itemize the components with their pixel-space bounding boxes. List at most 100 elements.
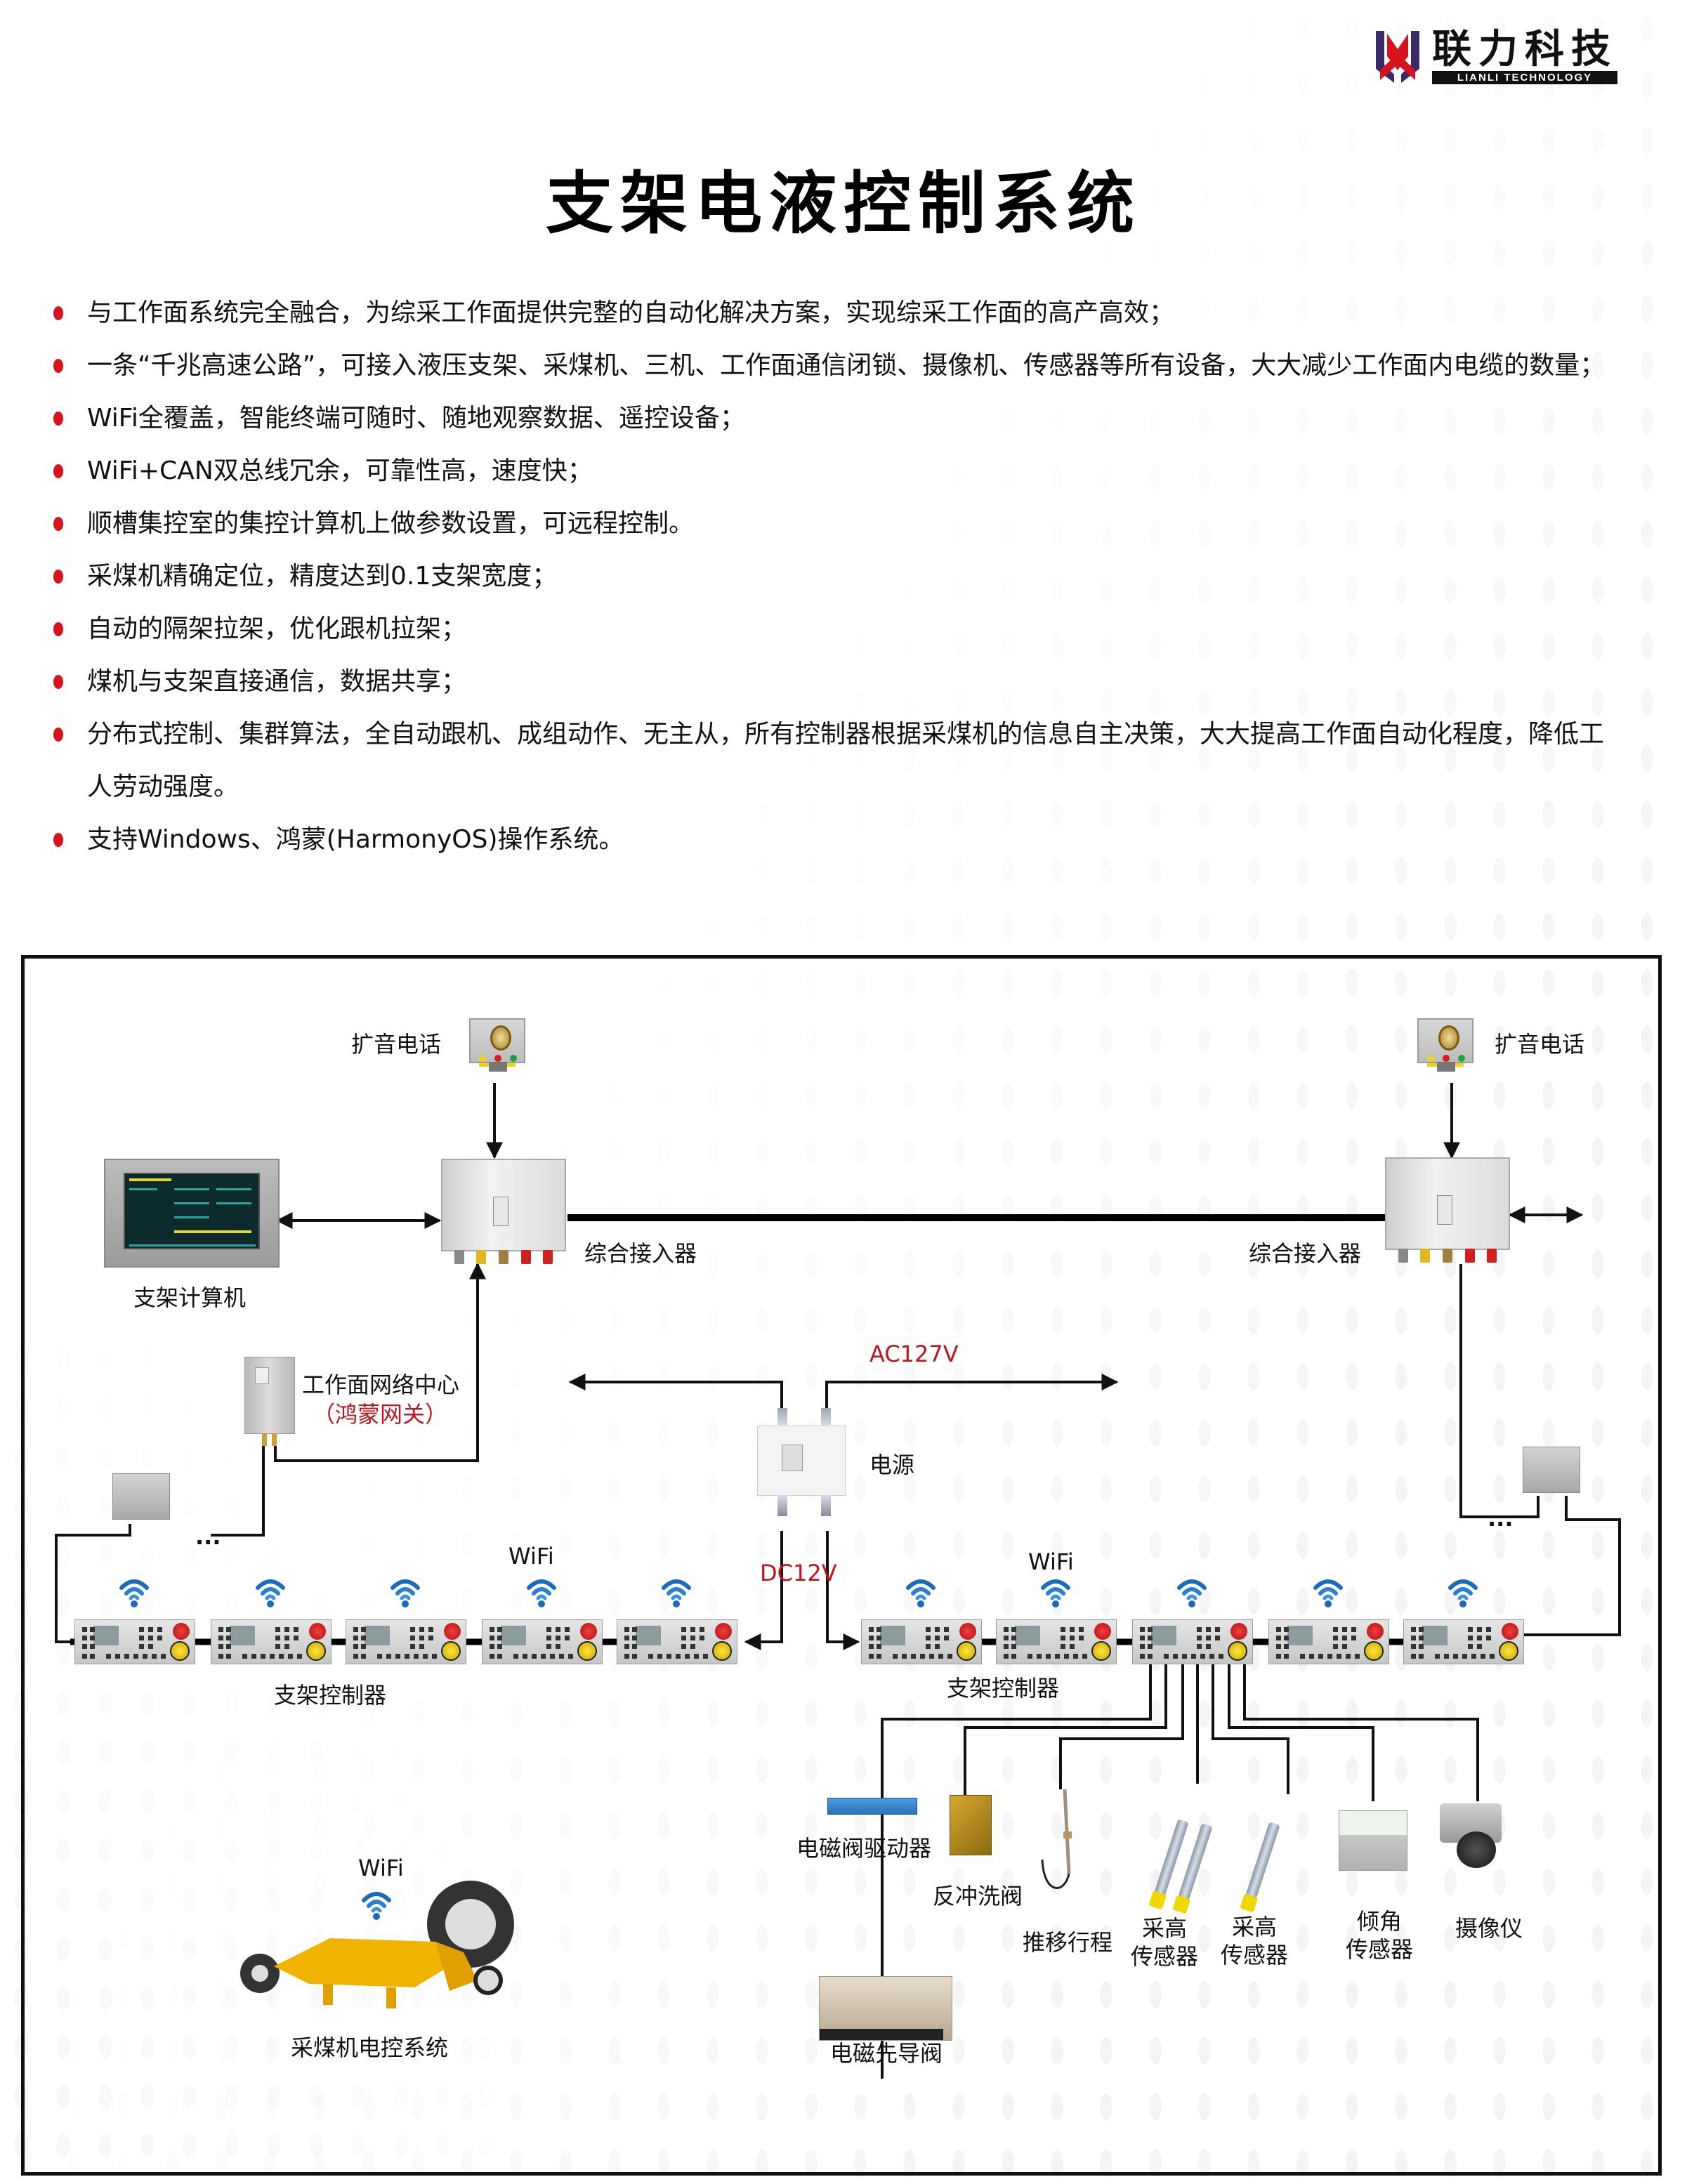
wifi-icon-shearer	[362, 1892, 391, 1920]
wifi-icon	[1448, 1579, 1478, 1607]
bullet-icon	[53, 306, 63, 320]
label-ellipsis-left: ...	[195, 1523, 221, 1550]
shearer-drum-small-icon	[240, 1954, 280, 1993]
support-controller	[1403, 1619, 1524, 1664]
feature-item: 一条“千兆高速公路”，可接入液压支架、采煤机、三机、工作面通信闭锁、摄像机、传感…	[51, 339, 1617, 392]
brand-logo: 联力科技 LIANLI TECHNOLOGY	[1373, 28, 1617, 84]
yellow-button-icon	[577, 1641, 597, 1661]
push-stroke-sensor	[1041, 1789, 1072, 1889]
yellow-button-icon	[1499, 1641, 1518, 1661]
bullet-icon	[53, 675, 63, 689]
feature-item: 分布式控制、集群算法，全自动跟机、成组动作、无主从，所有控制器根据采煤机的信息自…	[51, 708, 1617, 813]
yellow-button-icon	[306, 1641, 326, 1661]
label-wifi-left: WiFi	[508, 1543, 554, 1570]
label-tilt-sensor: 倾角 传感器	[1346, 1908, 1414, 1963]
label-power-supply: 电源	[869, 1452, 915, 1478]
camera	[1437, 1803, 1507, 1871]
speaker-phone-left	[469, 1018, 525, 1072]
access-device-right	[1385, 1157, 1510, 1263]
support-computer	[104, 1159, 280, 1268]
emergency-stop-button-icon	[444, 1623, 461, 1640]
emergency-stop-button-icon	[309, 1623, 326, 1640]
yellow-button-icon	[1091, 1641, 1111, 1661]
emergency-stop-button-icon	[580, 1623, 597, 1640]
lianli-logo-icon	[1376, 31, 1419, 83]
shearer-drum-large-icon	[427, 1881, 514, 1968]
support-controller	[211, 1619, 332, 1664]
bullet-icon	[53, 412, 63, 426]
bullet-icon	[53, 517, 63, 531]
yellow-button-icon	[1364, 1641, 1384, 1661]
speaker-phone-right	[1417, 1018, 1473, 1072]
feature-item: WiFi+CAN双总线冗余，可靠性高，速度快；	[51, 445, 1617, 497]
brand-name-en: LIANLI TECHNOLOGY	[1432, 70, 1617, 84]
repeater-left	[112, 1473, 170, 1520]
feature-item: 采煤机精确定位，精度达到0.1支架宽度；	[51, 550, 1617, 603]
yellow-button-icon	[957, 1641, 976, 1661]
shearer-machine	[240, 1881, 514, 2008]
emergency-stop-button-icon	[1094, 1623, 1111, 1640]
emergency-stop-button-icon	[715, 1623, 732, 1640]
emergency-stop-button-icon	[1367, 1623, 1384, 1640]
label-dc12v: DC12V	[760, 1560, 837, 1586]
label-network-center-sub: （鸿蒙网关）	[313, 1401, 448, 1428]
repeater-right	[1523, 1447, 1580, 1493]
yellow-button-icon	[170, 1641, 190, 1661]
label-wifi-shearer: WiFi	[358, 1855, 404, 1881]
label-wifi-right: WiFi	[1028, 1548, 1074, 1575]
wifi-icon	[256, 1579, 285, 1607]
feature-list: 与工作面系统完全融合，为综采工作面提供完整的自动化解决方案，实现综采工作面的高产…	[51, 287, 1617, 866]
wifi-icon	[662, 1579, 691, 1607]
emergency-stop-button-icon	[959, 1623, 976, 1640]
label-push-stroke: 推移行程	[1023, 1929, 1113, 1956]
feature-item: 与工作面系统完全融合，为综采工作面提供完整的自动化解决方案，实现综采工作面的高产…	[51, 287, 1617, 339]
brand-name-cn: 联力科技	[1432, 26, 1617, 72]
label-access-right: 综合接入器	[1249, 1240, 1362, 1267]
page-title: 支架电液控制系统	[546, 164, 1141, 243]
bullet-icon	[53, 359, 63, 373]
feature-item: 支持Windows、鸿蒙(HarmonyOS)操作系统。	[51, 813, 1617, 866]
computer-screen	[124, 1173, 260, 1249]
label-height-sensor-1: 采高 传感器	[1131, 1915, 1199, 1970]
wifi-icon	[527, 1579, 556, 1607]
bullet-icon	[53, 464, 63, 478]
feature-item: 煤机与支架直接通信，数据共享；	[51, 655, 1617, 708]
wifi-icon	[1177, 1579, 1207, 1607]
yellow-button-icon	[1228, 1641, 1247, 1661]
backflush-valve	[950, 1795, 992, 1855]
label-controllers-right: 支架控制器	[947, 1675, 1060, 1702]
wifi-icon	[119, 1579, 149, 1607]
emergency-stop-button-icon	[173, 1623, 190, 1640]
support-controller	[617, 1619, 737, 1664]
support-controller	[1132, 1619, 1253, 1664]
label-ac127v: AC127V	[869, 1341, 959, 1367]
system-diagram-frame	[21, 955, 1662, 2176]
access-device-left	[441, 1159, 566, 1264]
label-speaker-right: 扩音电话	[1495, 1031, 1585, 1058]
speaker-lens-icon	[1438, 1025, 1459, 1051]
label-speaker-left: 扩音电话	[351, 1031, 442, 1058]
label-flush-valve: 反冲洗阀	[933, 1883, 1023, 1909]
valve-driver	[827, 1798, 917, 1815]
label-pilot-valve: 电磁先导阀	[830, 2040, 943, 2067]
wifi-icon	[1041, 1579, 1070, 1607]
yellow-button-icon	[712, 1641, 732, 1661]
label-access-left: 综合接入器	[584, 1240, 697, 1267]
wifi-icon	[906, 1579, 936, 1607]
label-network-center: 工作面网络中心	[302, 1371, 460, 1398]
support-controller	[74, 1619, 195, 1664]
bullet-icon	[53, 570, 63, 584]
wifi-icon	[390, 1579, 420, 1607]
support-controller	[861, 1619, 982, 1664]
support-controller	[482, 1619, 603, 1664]
bullet-icon	[53, 622, 63, 636]
solenoid-pilot-valve	[819, 1976, 952, 2041]
label-camera: 摄像仪	[1455, 1915, 1523, 1942]
wifi-icon	[1313, 1579, 1343, 1607]
label-controllers-left: 支架控制器	[274, 1682, 387, 1709]
camera-dome-icon	[1457, 1831, 1496, 1868]
emergency-stop-button-icon	[1502, 1623, 1518, 1640]
power-supply	[757, 1408, 846, 1516]
feature-item: 自动的隔架拉架，优化跟机拉架；	[51, 603, 1617, 655]
bullet-icon	[53, 728, 63, 742]
